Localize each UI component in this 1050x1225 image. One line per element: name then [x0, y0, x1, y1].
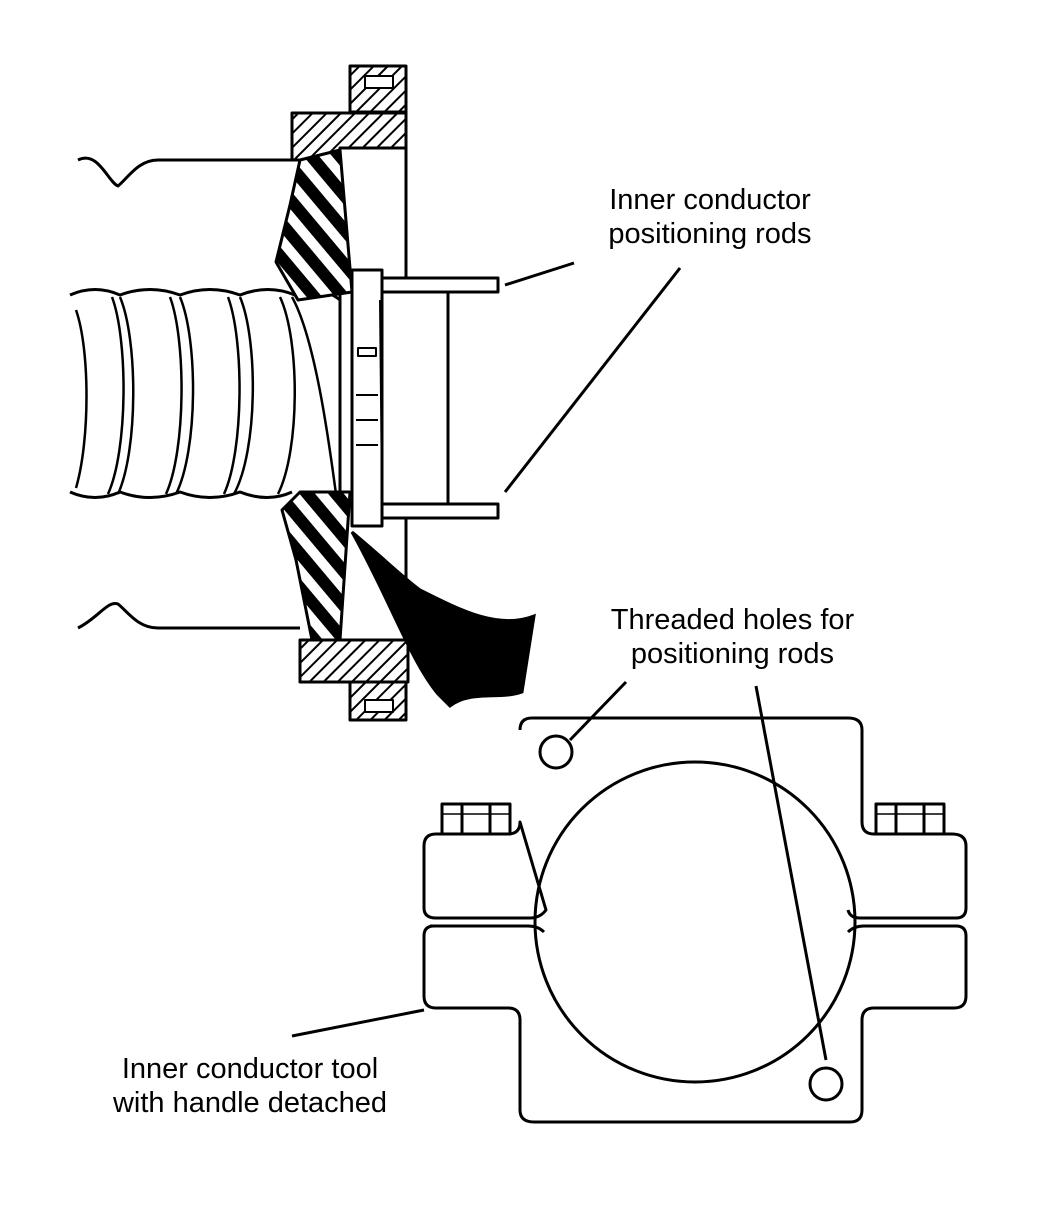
- detail-arrow: [350, 530, 536, 709]
- insulator-upper: [274, 148, 354, 302]
- inner-conductor-block: [380, 290, 450, 506]
- label-tool-line1: Inner conductor tool: [121, 1053, 379, 1085]
- leader-hole-upper: [568, 680, 628, 742]
- leader-tool: [291, 1008, 425, 1038]
- leader-hole-lower: [754, 685, 828, 1061]
- corrugation-ribs: [74, 296, 338, 495]
- label-threaded-holes-line1: Threaded holes for: [610, 604, 855, 636]
- positioning-rod-upper: [380, 276, 500, 294]
- threaded-hole-upper: [538, 734, 574, 770]
- cable-jacket-bottom-outline: [77, 601, 300, 630]
- label-threaded-holes-line2: positioning rods: [630, 638, 835, 670]
- bolt-right: [874, 802, 946, 836]
- tool-plate-side: [350, 268, 384, 528]
- positioning-rod-lower: [380, 502, 500, 520]
- label-inner-conductor-tool: Inner conductor tool with handle detache…: [80, 1052, 420, 1120]
- tool-lower-half: [422, 924, 968, 1124]
- flange-bottom-tab: [348, 680, 408, 722]
- cable-jacket-top-outline: [77, 156, 295, 188]
- corrugated-conductor-bottom-edge: [69, 490, 293, 499]
- leader-lines: [291, 261, 828, 1061]
- bolt-left: [440, 802, 512, 836]
- flange-lower-body: [298, 638, 410, 684]
- leader-rods-lower: [503, 267, 682, 493]
- label-threaded-holes: Threaded holes for positioning rods: [585, 603, 880, 671]
- label-positioning-rods: Inner conductor positioning rods: [580, 183, 840, 251]
- inner-conductor-tool: [422, 716, 968, 1124]
- connector-assembly: [69, 64, 500, 722]
- flange-upper-body: [290, 111, 408, 162]
- insulator-lower: [280, 490, 352, 642]
- leader-rods-upper: [504, 261, 575, 287]
- label-tool-line2: with handle detached: [112, 1087, 388, 1119]
- label-positioning-rods-line1: Inner conductor: [609, 184, 811, 216]
- center-bore: [533, 760, 857, 1084]
- label-positioning-rods-line2: positioning rods: [608, 218, 812, 250]
- threaded-hole-lower: [808, 1066, 844, 1102]
